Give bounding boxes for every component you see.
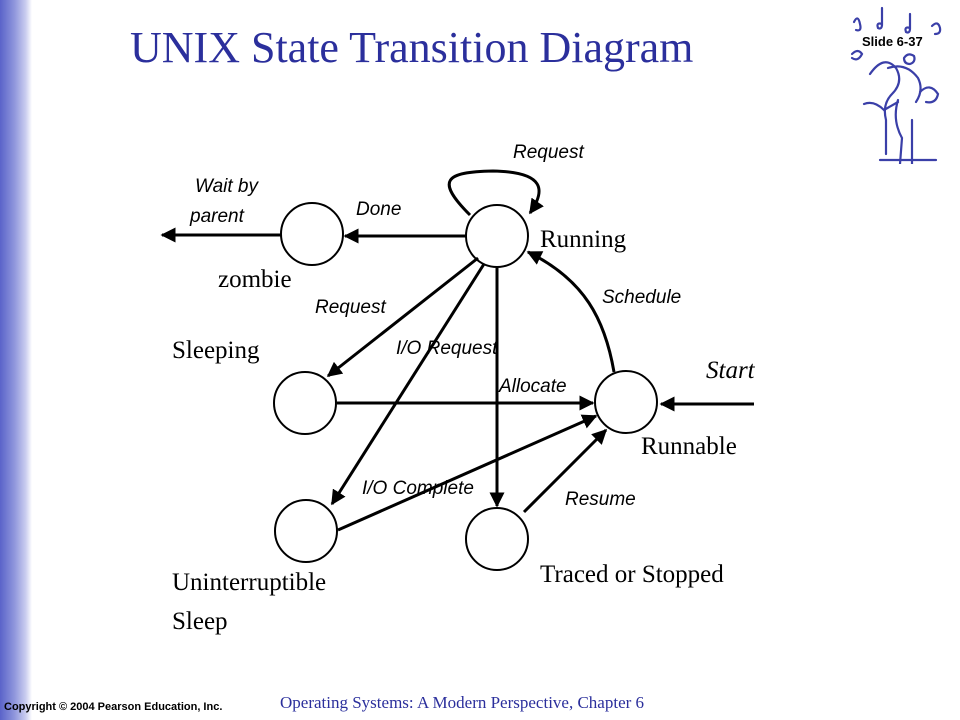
slide-title: UNIX State Transition Diagram	[130, 23, 694, 72]
edge-resume	[522, 428, 608, 514]
state-runnable-label: Runnable	[641, 433, 737, 460]
edge-label-io-request: I/O Request	[396, 338, 498, 359]
edge-request-self-loop	[447, 169, 544, 217]
copyright-text: Copyright © 2004 Pearson Education, Inc.	[4, 701, 223, 713]
edge-label-io-complete: I/O Complete	[362, 478, 474, 499]
musician-clipart-icon	[850, 6, 942, 164]
edge-io-request	[330, 263, 486, 506]
state-uninterruptible-label-line2: Sleep	[172, 608, 228, 635]
state-sleeping-node	[273, 371, 337, 435]
edge-label-resume: Resume	[565, 489, 636, 510]
edge-schedule	[526, 250, 616, 373]
state-uninterruptible-label-line1: Uninterruptible	[172, 569, 326, 596]
edge-label-wait-line1: Wait by	[195, 176, 260, 197]
edge-label-request-sleep: Request	[315, 297, 386, 318]
state-traced-label: Traced or Stopped	[540, 561, 724, 588]
state-sleeping-label: Sleeping	[172, 337, 260, 364]
left-gradient-bar	[0, 0, 32, 720]
edge-label-done: Done	[356, 199, 401, 220]
state-uninterruptible-node	[274, 499, 338, 563]
edge-label-wait-line2: parent	[189, 206, 245, 227]
state-zombie-label: zombie	[218, 266, 292, 293]
state-zombie-node	[280, 202, 344, 266]
state-traced-node	[465, 507, 529, 571]
edge-label-start: Start	[706, 357, 756, 384]
edge-io-complete	[337, 414, 598, 532]
state-runnable-node	[594, 370, 658, 434]
footer-text: Operating Systems: A Modern Perspective,…	[280, 693, 645, 712]
state-running-node	[465, 204, 529, 268]
edge-label-allocate: Allocate	[498, 376, 567, 397]
edge-request-to-sleeping	[326, 256, 479, 378]
slide-number: Slide 6-37	[862, 34, 923, 49]
edge-label-schedule: Schedule	[602, 287, 681, 308]
edge-label-request-self: Request	[513, 142, 584, 163]
state-running-label: Running	[540, 226, 627, 253]
